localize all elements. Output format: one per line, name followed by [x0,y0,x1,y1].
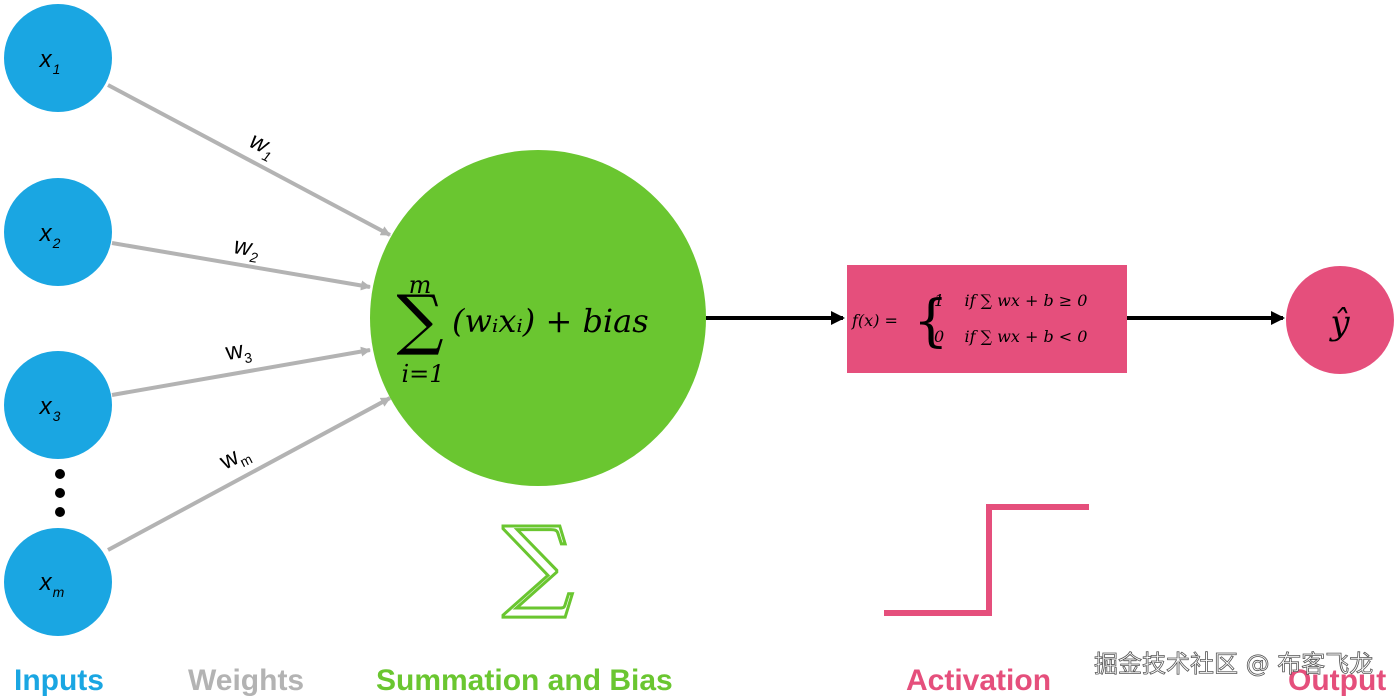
input-node-m: xm [4,528,112,636]
input-node-1: x1 [4,4,112,112]
step-function-icon [884,504,1089,616]
input-2-sub: 2 [52,235,61,251]
weight-labels: w1 w2 w3 wm [215,127,275,476]
svg-text:w3: w3 [223,335,254,369]
weight-edges [107,83,391,552]
activation-box: f(x) = { 1 if ∑ wx + b ≥ 0 0 if ∑ wx + b… [847,265,1127,373]
input-2-base: x [39,220,53,247]
caption-activation: Activation [906,664,1051,697]
input-nodes: x1 x2 x3 xm [4,4,112,636]
weight-2-sub: 2 [248,249,259,266]
input-1-base: x [39,46,53,73]
weight-2-base: w [232,232,255,262]
output-node: ŷ [1286,266,1394,374]
caption-inputs: Inputs [14,664,104,697]
input-3-sub: 3 [53,408,61,424]
svg-text:x2: x2 [39,220,61,251]
edge-x1 [107,83,391,237]
svg-text:w2: w2 [232,232,262,266]
activation-case-1: 1 if ∑ wx + b ≥ 0 [934,291,1087,310]
input-node-2: x2 [4,178,112,286]
ellipsis-dots [55,469,65,517]
input-m-sub: m [53,584,65,600]
weight-label-3: w3 [223,335,254,369]
sum-lower-limit: i=1 [401,360,444,388]
weight-label-2: w2 [232,232,262,266]
input-node-3: x3 [4,351,112,459]
edge-xm [107,396,391,552]
caption-summation: Summation and Bias [376,664,673,697]
summation-symbol-icon: ∑ [502,505,573,622]
summation-node: m ∑ i=1 (wᵢxᵢ) + bias [370,150,706,486]
input-3-base: x [39,393,53,420]
weight-3-base: w [223,336,246,366]
svg-text:xm: xm [39,569,65,600]
watermark-text: 掘金技术社区 @ 布客飞龙 [1094,650,1373,678]
svg-text:x3: x3 [39,393,61,424]
input-1-sub: 1 [53,61,61,77]
activation-case-2: 0 if ∑ wx + b < 0 [934,327,1087,346]
edge-x2 [111,241,371,291]
edge-x3 [111,346,371,397]
weight-3-sub: 3 [243,349,253,366]
caption-output: Output [1288,664,1386,697]
svg-text:x1: x1 [39,46,61,77]
sum-upper-limit: m [409,271,432,299]
activation-brace: { [913,289,949,354]
sum-sigma: ∑ [396,281,443,358]
activation-lhs: f(x) = [851,311,898,330]
output-symbol: ŷ [1328,303,1350,343]
input-m-base: x [39,569,53,596]
caption-weights: Weights [188,664,304,697]
sum-expression: (wᵢxᵢ) + bias [452,302,649,340]
